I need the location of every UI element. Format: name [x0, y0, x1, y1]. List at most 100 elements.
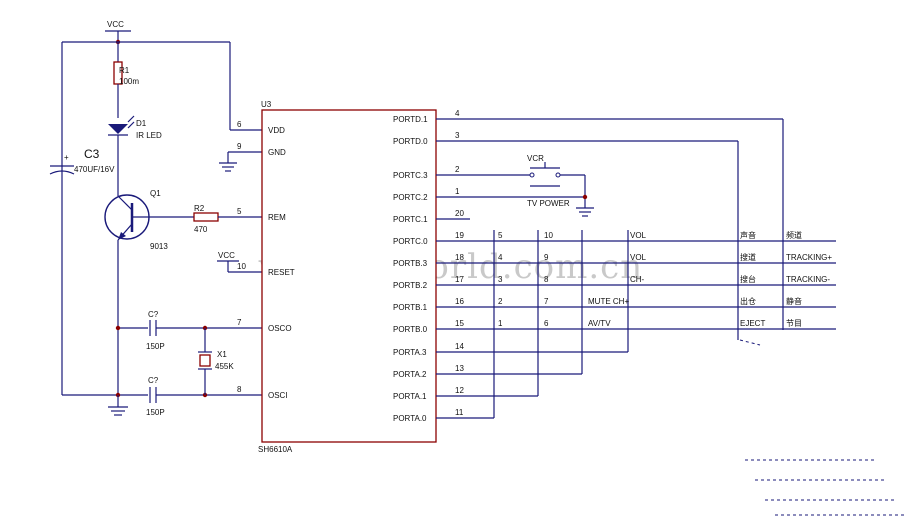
switch-sub-label: TV POWER: [527, 199, 570, 208]
key-label-cn: 搜台: [740, 274, 756, 284]
matrix-number: 6: [544, 319, 549, 328]
chip-right-pin-number: 1: [455, 187, 460, 196]
chip-right-pin-name: PORTC.2: [393, 193, 428, 202]
capacitor-c3: + C3 470UF/16V: [49, 147, 115, 175]
matrix-number: 8: [544, 275, 549, 284]
key-label-en: CH-: [630, 275, 645, 284]
chip-right-pin-name: PORTB.0: [393, 325, 428, 334]
chip-right-pin-name: PORTC.3: [393, 171, 428, 180]
resistor-r1: R1 100m: [113, 42, 139, 118]
chip-right-pin-number: 16: [455, 297, 464, 306]
chip-left-pin-number: 9: [237, 142, 242, 151]
matrix-number: 3: [498, 275, 503, 284]
key-label-function: 静音: [786, 296, 802, 306]
oscillator: C? 150P C? 150P X1 455K: [62, 310, 262, 417]
transistor-q1: Q1 9013: [104, 189, 194, 395]
chip-right-pin-name: PORTB.3: [393, 259, 428, 268]
key-label-en: VOL: [630, 253, 647, 262]
matrix-number: 10: [544, 231, 553, 240]
c-bot-value: 150P: [146, 408, 165, 417]
ir-led-d1: D1 IR LED: [108, 115, 162, 196]
d1-name: D1: [136, 119, 147, 128]
chip-right-pin-name: PORTA.2: [393, 370, 427, 379]
vcc-reset-label: VCC: [218, 251, 235, 260]
key-label-function: 频道: [786, 230, 802, 240]
matrix-number: 1: [498, 319, 503, 328]
chip-right-pin-name: PORTA.3: [393, 348, 427, 357]
chip-right-pin-number: 18: [455, 253, 464, 262]
chip-left-pin-number: 8: [237, 385, 242, 394]
chip-left-pin-number: 5: [237, 207, 242, 216]
r1-value: 100m: [119, 77, 139, 86]
c-top-value: 150P: [146, 342, 165, 351]
power-rail: VCC: [61, 20, 262, 395]
chip-right-pin-number: 14: [455, 342, 464, 351]
key-label-function: TRACKING-: [786, 275, 830, 284]
chip-right-pin-number: 4: [455, 109, 460, 118]
chip-right-pin-number: 17: [455, 275, 464, 284]
chip-right-pin-number: 12: [455, 386, 464, 395]
chip-designator: U3: [261, 100, 272, 109]
chip-right-pin-name: PORTD.1: [393, 115, 428, 124]
matrix-number: 4: [498, 253, 503, 262]
chip-right-pin-name: PORTB.1: [393, 303, 428, 312]
chip-right-pin-number: 11: [455, 408, 464, 417]
chip-left-pin-name: VDD: [268, 126, 285, 135]
x1-value: 455K: [215, 362, 234, 371]
r2-name: R2: [194, 204, 205, 213]
key-label-cn: 出仓: [740, 296, 756, 306]
c3-plus: +: [64, 153, 69, 162]
chip-right-pin-name: PORTC.0: [393, 237, 428, 246]
chip-right-pin-number: 15: [455, 319, 464, 328]
q1-value: 9013: [150, 242, 168, 251]
chip-right-pin-name: PORTA.0: [393, 414, 427, 423]
chip-right-pin-name: PORTD.0: [393, 137, 428, 146]
d1-value: IR LED: [136, 131, 162, 140]
x1-name: X1: [217, 350, 227, 359]
chip-right-pin-number: 20: [455, 209, 464, 218]
vcc-top-label: VCC: [107, 20, 124, 29]
chip-right-pin-number: 2: [455, 165, 460, 174]
chip-right-pin-number: 13: [455, 364, 464, 373]
resistor-r2: R2 470: [193, 204, 262, 234]
chip-left-pin-number: 10: [237, 262, 246, 271]
chip-right-pin-name: PORTA.1: [393, 392, 427, 401]
chip-left-pin-number: 7: [237, 318, 242, 327]
chip-part: SH6610A: [258, 445, 293, 454]
c-bot-name: C?: [148, 376, 159, 385]
c-top-name: C?: [148, 310, 159, 319]
matrix-number: 2: [498, 297, 503, 306]
matrix-key-labels: VOL 声音 频道 VOL 搜道 TRACKING+ CH- 搜台 TRACKING- MUTE …: [588, 230, 832, 328]
c3-name: C3: [84, 147, 100, 161]
chip-left-pin-name: OSCI: [268, 391, 288, 400]
key-label-en: VOL: [630, 231, 647, 240]
key-label-en: AV/TV: [588, 319, 611, 328]
chip-right-pin-name: PORTB.2: [393, 281, 428, 290]
chip-left-pin-name: OSCO: [268, 324, 292, 333]
r1-name: R1: [119, 66, 130, 75]
key-label-function: TRACKING+: [786, 253, 832, 262]
switch-vcr-tv: VCR TV POWER: [436, 154, 594, 217]
switch-label: VCR: [527, 154, 544, 163]
matrix-number: 7: [544, 297, 549, 306]
q1-name: Q1: [150, 189, 161, 198]
chip-right-pin-name: PORTC.1: [393, 215, 428, 224]
key-label-en: MUTE CH+: [588, 297, 629, 306]
r2-value: 470: [194, 225, 208, 234]
matrix-number: 5: [498, 231, 503, 240]
key-label-cn: 声音: [740, 230, 756, 240]
vcc-reset: VCC: [217, 251, 262, 273]
mcu-chip: U3 SH6610A 6VDD9GND5REM10RESET7OSCO8OSCI…: [237, 100, 470, 454]
chip-right-pin-number: 19: [455, 231, 464, 240]
gnd-pin9: [219, 151, 262, 172]
chip-right-pin-number: 3: [455, 131, 460, 140]
key-label-cn: 搜道: [740, 252, 756, 262]
key-label-function: 节目: [786, 319, 802, 328]
chip-left-pin-number: 6: [237, 120, 242, 129]
chip-left-pin-name: REM: [268, 213, 286, 222]
